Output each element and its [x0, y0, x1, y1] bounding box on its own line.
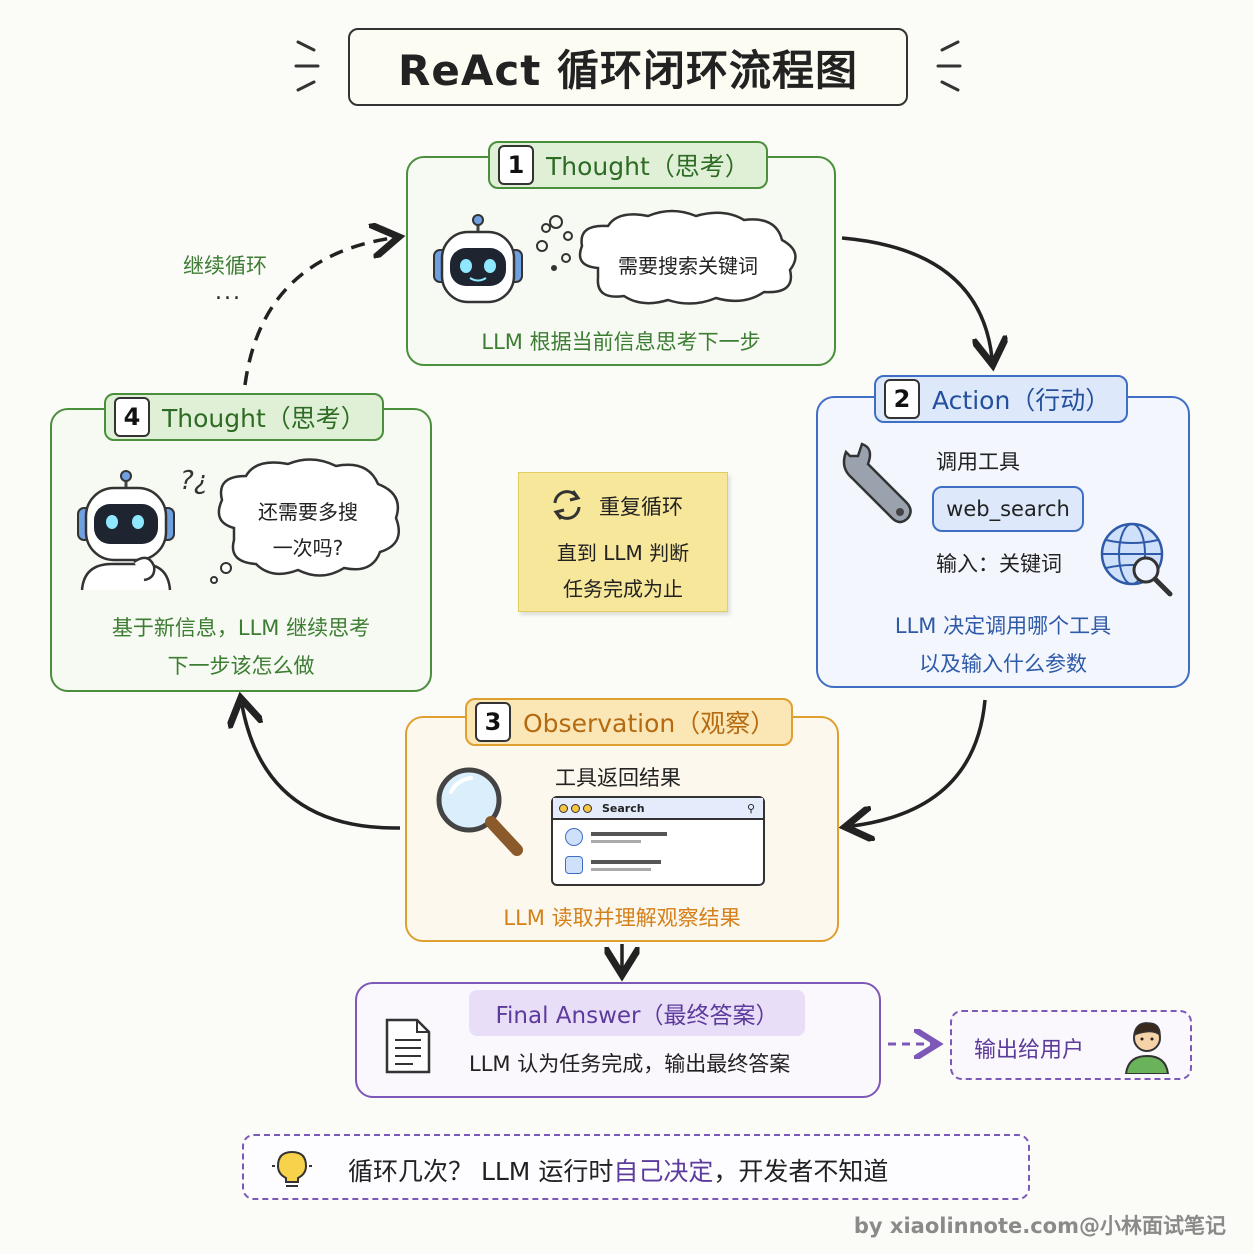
center-title: 重复循环 — [599, 495, 683, 519]
arrow-action-to-observation — [852, 699, 987, 826]
search-result-window: Search ⚲ — [551, 796, 765, 886]
output-box: 输出给用户 — [950, 1010, 1192, 1080]
question-marks-icon: ?¿ — [180, 466, 208, 496]
step1-bubble-text: 需要搜索关键词 — [618, 254, 758, 278]
step2-tab: 2 Action（行动） — [874, 375, 1129, 423]
step4-tab: 4 Thought（思考） — [104, 393, 384, 441]
step2-card: 调用工具 web_search 输入：关键词 LLM 决定调用哪个工具 以及输入… — [816, 396, 1190, 688]
title-sparkle-left — [294, 40, 320, 92]
thought-bubble — [578, 209, 797, 305]
magnifier-icon — [436, 767, 523, 856]
result-line — [591, 860, 661, 864]
tip-text: 循环几次？ LLM 运行时自己决定，开发者不知道 — [348, 1157, 889, 1186]
user-avatar-icon — [1124, 1022, 1170, 1074]
step3-tab: 3 Observation（观察） — [465, 698, 794, 746]
search-icon: ⚲ — [746, 801, 755, 815]
step4-caption-line1: 基于新信息，LLM 继续思考 — [111, 616, 371, 640]
result-line — [591, 868, 651, 871]
step1-tab: 1 Thought（思考） — [488, 141, 768, 189]
step4-caption-line2: 下一步该怎么做 — [167, 654, 315, 678]
loop-dots: ... — [215, 280, 242, 305]
center-line1: 直到 LLM 判断 — [556, 541, 690, 565]
step4-card: ?¿ 还需要多搜 一次吗? 基于新信息，LLM 继续思考 下一步该怎么做 — [50, 408, 432, 692]
step3-caption: LLM 读取并理解观察结果 — [503, 906, 741, 930]
title-sparkle-right — [936, 40, 962, 92]
center-note: 重复循环 直到 LLM 判断 任务完成为止 — [518, 472, 728, 612]
tip-highlight: 自己决定 — [613, 1157, 714, 1186]
step3-card: 工具返回结果 Search ⚲ LLM 读取并理解观察结果 — [405, 716, 839, 942]
result-line — [591, 840, 641, 843]
refresh-icon — [553, 490, 581, 520]
step1-caption: LLM 根据当前信息思考下一步 — [481, 330, 761, 354]
robot-thinking-icon — [77, 470, 175, 591]
tool-title: 调用工具 — [936, 450, 1020, 474]
globe-search-icon — [1100, 522, 1173, 597]
arrow-thought-to-action — [841, 236, 992, 358]
result-title: 工具返回结果 — [555, 766, 681, 790]
step2-caption-line2: 以及输入什么参数 — [919, 652, 1087, 676]
loop-label: 继续循环 — [183, 254, 267, 278]
step4-bubble-line1: 还需要多搜 — [258, 500, 358, 524]
window-title-bar: Search ⚲ — [553, 798, 763, 820]
robot-icon — [433, 214, 523, 304]
thinking-dots-icon — [536, 215, 573, 271]
wrench-icon — [842, 442, 912, 524]
arrow-loop-back — [243, 238, 392, 386]
result-line — [591, 832, 667, 836]
question-bubble — [210, 458, 400, 584]
tool-name-badge: web_search — [932, 486, 1084, 532]
center-line2: 任务完成为止 — [563, 577, 683, 601]
watermark: by xiaolinnote.com@小林面试笔记 — [853, 1214, 1226, 1238]
step2-caption-line1: LLM 决定调用哪个工具 — [894, 614, 1112, 638]
tip-bar: 循环几次？ LLM 运行时自己决定，开发者不知道 — [242, 1134, 1030, 1200]
search-bar-text: Search — [602, 801, 645, 815]
final-answer-label: Final Answer（最终答案） — [469, 990, 805, 1036]
final-answer-text: LLM 认为任务完成，输出最终答案 — [469, 1052, 791, 1076]
input-label: 输入：关键词 — [936, 552, 1062, 576]
result-chat-icon — [565, 856, 583, 874]
lightbulb-icon — [272, 1150, 312, 1187]
step4-bubble-line2: 一次吗? — [272, 536, 344, 560]
result-avatar-icon — [565, 828, 583, 846]
document-icon — [385, 1018, 431, 1074]
final-answer-card: Final Answer（最终答案） LLM 认为任务完成，输出最终答案 — [355, 982, 881, 1098]
output-label: 输出给用户 — [974, 1038, 1085, 1063]
arrow-observation-to-thought — [242, 705, 401, 830]
page-title: ReAct 循环闭环流程图 — [348, 28, 908, 106]
